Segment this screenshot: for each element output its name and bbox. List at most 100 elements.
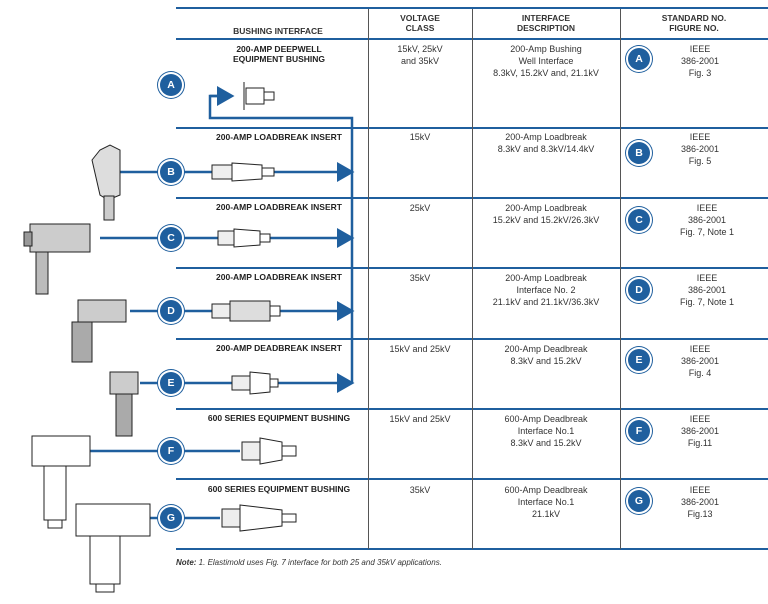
elbow-e-drawing: [109, 371, 139, 437]
badge-g-right: G: [628, 490, 650, 512]
row-d-std-line1: IEEE: [696, 273, 718, 283]
elbow-b-drawing: [91, 144, 121, 221]
badge-b-left: B: [160, 161, 182, 183]
row-f-desc-line2: Interface No.1: [517, 426, 575, 436]
row-g-desc-line2: Interface No.1: [517, 497, 575, 507]
badge-f-right: F: [628, 420, 650, 442]
header-standard-line2: FIGURE NO.: [669, 23, 719, 33]
row-e-title: 200-AMP DEADBREAK INSERT: [216, 343, 342, 353]
row-d-desc-line1: 200-Amp Loadbreak: [505, 273, 587, 283]
badge-c-right: C: [628, 209, 650, 231]
row-f-desc-line1: 600-Amp Deadbreak: [504, 414, 588, 424]
badge-g-left: G: [160, 507, 182, 529]
row-c-desc-line1: 200-Amp Loadbreak: [505, 203, 587, 213]
row-c-title: 200-AMP LOADBREAK INSERT: [216, 202, 342, 212]
row-b-desc-line1: 200-Amp Loadbreak: [505, 132, 587, 142]
row-a-std-line2: 386-2001: [680, 56, 720, 66]
header-standard-line1: STANDARD NO.: [661, 13, 727, 23]
column-divider: [620, 9, 621, 549]
row-a-title-line2: EQUIPMENT BUSHING: [232, 54, 326, 64]
row-f-voltage: 15kV and 25kV: [389, 414, 451, 424]
row-g-title: 600 SERIES EQUIPMENT BUSHING: [207, 484, 351, 494]
row-e-desc-line2: 8.3kV and 15.2kV: [510, 356, 582, 366]
row-a-description: 200-Amp Bushing Well Interface 8.3kV, 15…: [472, 43, 620, 79]
row-b-std-line1: IEEE: [689, 132, 711, 142]
row-f-desc-line3: 8.3kV and 15.2kV: [510, 438, 582, 448]
row-c-std-line1: IEEE: [696, 203, 718, 213]
row-g-description: 600-Amp Deadbreak Interface No.1 21.1kV: [472, 484, 620, 520]
header-bushing-interface: BUSHING INTERFACE: [233, 26, 323, 36]
row-g-std-line2: 386-2001: [680, 497, 720, 507]
row-b-voltage: 15kV: [409, 132, 431, 142]
row-a-desc-line3: 8.3kV, 15.2kV and, 21.1kV: [493, 68, 599, 78]
row-g-standard: IEEE 386-2001 Fig.13: [650, 484, 750, 520]
badge-a-left: A: [160, 74, 182, 96]
row-a-standard: IEEE 386-2001 Fig. 3: [650, 43, 750, 79]
badge-f-left: F: [160, 440, 182, 462]
row-g-std-line3: Fig.13: [687, 509, 713, 519]
loadbreak-insert-d-drawing: [211, 300, 281, 322]
deepwell-bushing-drawing: [243, 82, 275, 110]
badge-d-left: D: [160, 300, 182, 322]
table-bottom-rule: [176, 548, 768, 550]
badge-c-left: C: [160, 227, 182, 249]
row-a-voltage: 15kV, 25kV and 35kV: [368, 43, 472, 67]
column-divider: [472, 9, 473, 549]
bushing-f-drawing: [241, 437, 297, 465]
row-e-voltage: 15kV and 25kV: [389, 344, 451, 354]
row-c-description: 200-Amp Loadbreak 15.2kV and 15.2kV/26.3…: [472, 202, 620, 226]
header-voltage-line1: VOLTAGE: [400, 13, 440, 23]
row-e-std-line2: 386-2001: [680, 356, 720, 366]
badge-d-right: D: [628, 279, 650, 301]
row-b-standard: IEEE 386-2001 Fig. 5: [650, 131, 750, 167]
row-e-description: 200-Amp Deadbreak 8.3kV and 15.2kV: [472, 343, 620, 367]
elbow-c-drawing: [23, 223, 91, 295]
header-voltage-line2: CLASS: [405, 23, 435, 33]
row-f-std-line3: Fig.11: [687, 438, 713, 448]
row-d-desc-line2: Interface No. 2: [516, 285, 576, 295]
row-e-std-line3: Fig. 4: [688, 368, 712, 378]
loadbreak-insert-c-drawing: [217, 228, 271, 248]
row-g-desc-line3: 21.1kV: [531, 509, 561, 519]
badge-a-right: A: [628, 48, 650, 70]
row-a-voltage-line2: and 35kV: [400, 56, 440, 66]
row-g-desc-line1: 600-Amp Deadbreak: [504, 485, 588, 495]
header-voltage-class: VOLTAGE CLASS: [368, 13, 472, 33]
badge-e-left: E: [160, 372, 182, 394]
row-f-std-line1: IEEE: [689, 414, 711, 424]
row-c-voltage: 25kV: [409, 203, 431, 213]
badge-e-right: E: [628, 349, 650, 371]
t-body-g-drawing: [75, 503, 151, 593]
header-standard-no: STANDARD NO. FIGURE NO.: [620, 13, 768, 33]
footnote-label: Note:: [176, 558, 197, 567]
row-d-voltage: 35kV: [409, 273, 431, 283]
row-d-description: 200-Amp Loadbreak Interface No. 2 21.1kV…: [472, 272, 620, 308]
footnote: Note: 1. Elastimold uses Fig. 7 interfac…: [176, 558, 442, 567]
row-a-desc-line1: 200-Amp Bushing: [510, 44, 582, 54]
row-a-std-line1: IEEE: [689, 44, 711, 54]
row-b-description: 200-Amp Loadbreak 8.3kV and 8.3kV/14.4kV: [472, 131, 620, 155]
table-top-rule: [176, 7, 768, 9]
row-c-desc-line2: 15.2kV and 15.2kV/26.3kV: [492, 215, 600, 225]
row-f-std-line2: 386-2001: [680, 426, 720, 436]
deadbreak-insert-e-drawing: [231, 371, 279, 395]
loadbreak-insert-b-drawing: [211, 162, 275, 182]
row-d-title: 200-AMP LOADBREAK INSERT: [216, 272, 342, 282]
header-interface-description: INTERFACE DESCRIPTION: [472, 13, 620, 33]
row-d-desc-line3: 21.1kV and 21.1kV/36.3kV: [492, 297, 600, 307]
row-d-std-line3: Fig. 7, Note 1: [679, 297, 735, 307]
row-b-std-line2: 386-2001: [680, 144, 720, 154]
row-a-title-line1: 200-AMP DEEPWELL: [236, 44, 322, 54]
header-interface-line1: INTERFACE: [521, 13, 571, 23]
row-d-standard: IEEE 386-2001 Fig. 7, Note 1: [650, 272, 764, 308]
t-body-f-drawing: [31, 435, 91, 529]
row-f-description: 600-Amp Deadbreak Interface No.1 8.3kV a…: [472, 413, 620, 449]
row-b-title: 200-AMP LOADBREAK INSERT: [216, 132, 342, 142]
row-g-std-line1: IEEE: [689, 485, 711, 495]
row-a-title: 200-AMP DEEPWELL EQUIPMENT BUSHING: [188, 44, 370, 64]
row-e-standard: IEEE 386-2001 Fig. 4: [650, 343, 750, 379]
bushing-g-drawing: [221, 504, 297, 532]
row-f-title: 600 SERIES EQUIPMENT BUSHING: [207, 413, 351, 423]
row-b-std-line3: Fig. 5: [688, 156, 712, 166]
